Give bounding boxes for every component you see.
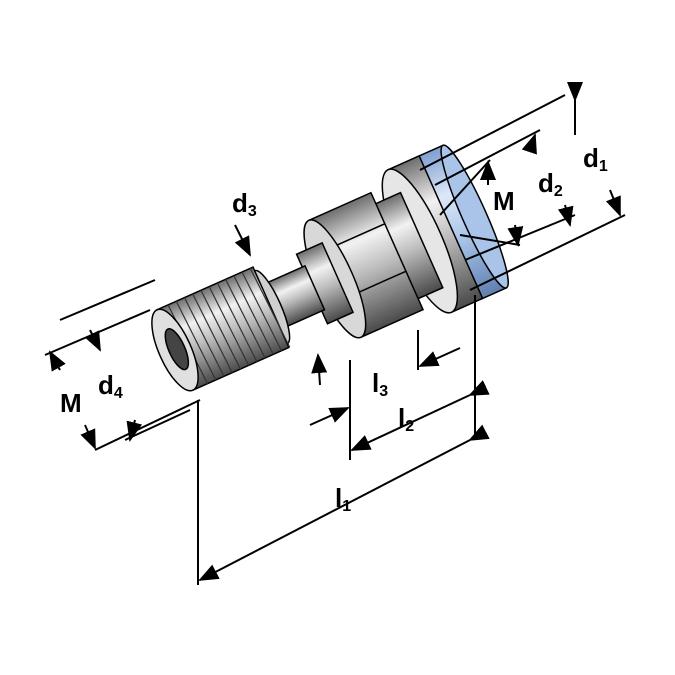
dimension-lines	[44, 82, 626, 585]
thread-groove	[183, 297, 225, 377]
thread-groove	[216, 282, 258, 362]
l2-dimension	[350, 380, 490, 451]
l1-dimension	[198, 424, 490, 581]
label-d2: d2	[538, 168, 563, 200]
d4-arrow	[84, 329, 101, 352]
l3-arrow-right	[418, 347, 461, 367]
thread-groove	[249, 268, 291, 348]
label-d4: d4	[98, 370, 123, 402]
label-l2: l2	[398, 403, 415, 435]
d3-arrow	[234, 224, 251, 257]
thread-groove	[241, 271, 283, 352]
label-l1: l1	[335, 483, 352, 515]
thread-groove	[233, 275, 274, 355]
label-l3: l3	[372, 368, 389, 400]
bore	[164, 328, 190, 371]
label-d3: d3	[232, 188, 257, 220]
thread-groove	[175, 300, 217, 381]
label-M-right: M	[493, 186, 515, 216]
part-body	[151, 144, 509, 392]
thread-groove	[208, 286, 250, 366]
label-M-left: M	[60, 388, 82, 418]
thread-groove	[225, 279, 266, 359]
M-left-arrow	[49, 350, 66, 372]
d2-arrow	[521, 133, 537, 155]
thread-groove	[192, 293, 233, 373]
label-d1: d1	[583, 143, 608, 175]
l3-arrow-left	[309, 407, 350, 426]
thread-groove	[200, 290, 241, 370]
